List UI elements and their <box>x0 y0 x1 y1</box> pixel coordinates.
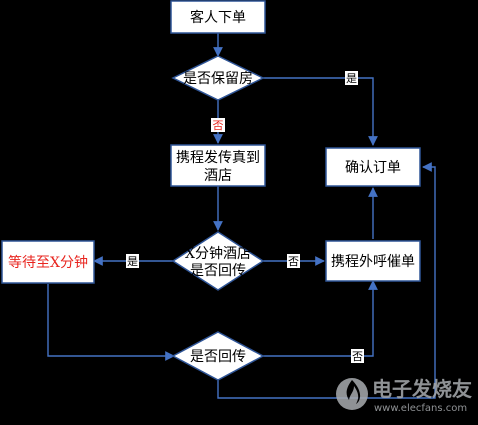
watermark: 电子发烧友 www.elecfans.com <box>336 377 472 414</box>
node-customer-order: 客人下单 <box>170 0 266 34</box>
node-confirm-order: 确认订单 <box>325 147 421 187</box>
edge-label-reserve-yes-text: 是 <box>346 72 357 85</box>
node-ctrip-fax-line2: 酒店 <box>204 168 232 184</box>
edge-label-reserve-no-text: 否 <box>213 119 224 132</box>
node-ctrip-fax-line1: 携程发传真到 <box>176 150 260 166</box>
edge-wait-to-reply <box>47 284 175 361</box>
edge-label-reserve-no: 否 <box>211 118 225 132</box>
edge-label-hotel-yes: 是 <box>126 254 139 268</box>
edge-reply-no <box>263 280 378 357</box>
edge-label-hotel-no-text: 否 <box>288 255 299 268</box>
watermark-url: www.elecfans.com <box>374 403 467 414</box>
edge-label-reserve-yes: 是 <box>345 71 358 85</box>
node-reply-again-label: 是否回传 <box>190 349 246 365</box>
node-wait-x-label: 等待至X分钟 <box>8 254 88 271</box>
edge-label-reply-no: 否 <box>351 349 364 363</box>
edge-reserve-yes <box>263 77 378 146</box>
node-reserve-room-label: 是否保留房 <box>183 71 253 87</box>
edge-label-hotel-no: 否 <box>287 254 300 268</box>
node-reply-again: 是否回传 <box>171 331 265 381</box>
node-hotel-reply-x-line1: X分钟酒店 <box>185 245 251 262</box>
edge-reply-yes <box>217 162 436 399</box>
edge-label-reply-no-text: 否 <box>352 350 363 363</box>
watermark-brand: 电子发烧友 <box>372 377 472 401</box>
edge-label-hotel-yes-text: 是 <box>127 255 138 268</box>
node-reserve-room: 是否保留房 <box>171 55 265 101</box>
node-customer-order-label: 客人下单 <box>190 9 246 26</box>
node-hotel-reply-x-line2: 是否回传 <box>190 263 246 279</box>
flame-logo-icon <box>336 378 368 410</box>
node-ctrip-fax: 携程发传真到 酒店 <box>170 144 266 187</box>
node-wait-x: 等待至X分钟 <box>1 240 95 284</box>
node-hotel-reply-x: X分钟酒店 是否回传 <box>171 231 265 291</box>
node-ctrip-call: 携程外呼催单 <box>325 240 421 282</box>
node-confirm-order-label: 确认订单 <box>345 160 401 176</box>
node-ctrip-call-label: 携程外呼催单 <box>331 254 415 270</box>
